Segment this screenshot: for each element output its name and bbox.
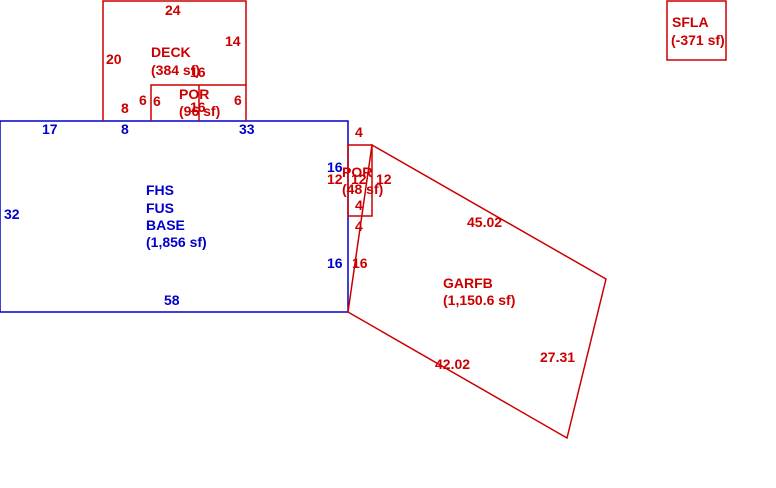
- dim-deck-left: 20: [106, 51, 122, 67]
- dim-side-top: 4: [355, 124, 363, 140]
- porch-top-label: POR: [179, 86, 209, 102]
- dim-side-mid: 12: [351, 171, 367, 187]
- porch-side-outline: [347, 144, 373, 217]
- dim-deck-right: 14: [225, 33, 241, 49]
- dim-base-bottom: 58: [164, 292, 180, 308]
- dim-side-left: 12: [327, 171, 343, 187]
- deck-outline: [102, 0, 247, 121]
- porch-top-area: (96 sf): [179, 103, 220, 119]
- dim-base-top-left: 17: [42, 121, 58, 137]
- porch-side-area: (48 sf): [342, 181, 383, 197]
- garage-area: (1,150.6 sf): [443, 292, 515, 308]
- dim-base-top-right: 33: [239, 121, 255, 137]
- dim-gar-right: 27.31: [540, 349, 575, 365]
- dim-gar-right-upper: 16: [352, 255, 368, 271]
- dim-porch-right: 6: [234, 92, 242, 108]
- base-label-fus: FUS: [146, 200, 174, 216]
- base-area: (1,856 sf): [146, 234, 207, 250]
- dim-base-top-mid: 8: [121, 121, 129, 137]
- base-label-fhs: FHS: [146, 182, 174, 198]
- dim-gar-diag-upper: 45.02: [467, 214, 502, 230]
- porch-side-label: POR: [342, 164, 372, 180]
- dim-porch-inner: 16: [190, 99, 206, 115]
- dim-deck-step-left: 8: [121, 100, 129, 116]
- dim-base-left: 32: [4, 206, 20, 222]
- dim-deck-step-right: 6: [139, 92, 147, 108]
- garage-label: GARFB: [443, 275, 493, 291]
- dim-base-right-upper: 16: [327, 159, 343, 175]
- porch-top-outline: [150, 84, 246, 121]
- dim-base-right-lower: 16: [327, 255, 343, 271]
- dim-side-right: 12: [376, 171, 392, 187]
- dim-porch-left: 6: [153, 93, 161, 109]
- dim-side-bottom: 4: [355, 218, 363, 234]
- dim-side-inner-top: 4: [355, 197, 363, 213]
- base-label-base: BASE: [146, 217, 185, 233]
- garage-outline: [347, 143, 607, 440]
- deck-area: (384 sf): [151, 62, 200, 78]
- dim-gar-diag-lower: 42.02: [435, 356, 470, 372]
- sfla-area: (-371 sf): [671, 32, 725, 48]
- sfla-outline: [666, 0, 727, 61]
- dim-deck-top: 24: [165, 2, 181, 18]
- deck-label: DECK: [151, 44, 191, 60]
- dim-deck-inner: 16: [190, 64, 206, 80]
- sfla-label: SFLA: [672, 14, 709, 30]
